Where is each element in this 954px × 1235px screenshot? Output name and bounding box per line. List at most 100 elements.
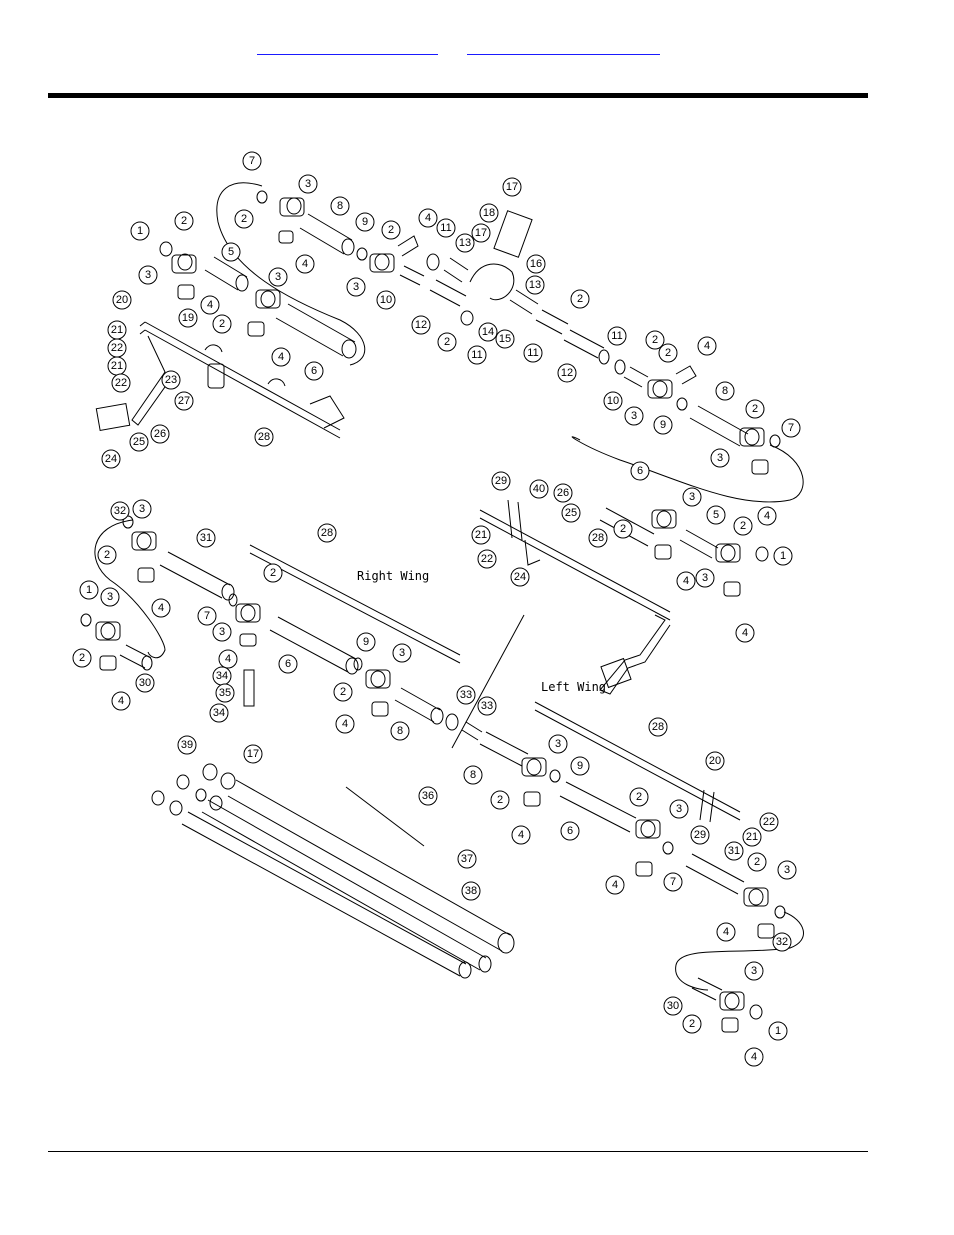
left-boom-upper [479, 499, 769, 695]
callout-4: 4 [418, 208, 438, 228]
callout-26: 26 [553, 483, 573, 503]
hose-loop-right [571, 436, 804, 503]
callout-7: 7 [197, 606, 217, 626]
callout-7: 7 [242, 151, 262, 171]
svg-text:4: 4 [225, 653, 231, 665]
callout-4: 4 [716, 922, 736, 942]
callout-20: 20 [112, 290, 132, 310]
callout-33: 33 [477, 696, 497, 716]
svg-text:32: 32 [776, 936, 788, 948]
callout-3: 3 [298, 174, 318, 194]
header-link-left[interactable] [257, 38, 438, 55]
callout-9: 9 [356, 632, 376, 652]
callout-4: 4 [295, 254, 315, 274]
svg-text:21: 21 [111, 360, 123, 372]
svg-text:11: 11 [611, 330, 622, 342]
callout-1: 1 [130, 221, 150, 241]
svg-text:7: 7 [249, 155, 255, 167]
svg-text:2: 2 [79, 652, 85, 664]
callout-5: 5 [221, 242, 241, 262]
svg-text:3: 3 [275, 271, 281, 283]
svg-text:20: 20 [116, 294, 128, 306]
callout-22: 22 [477, 549, 497, 569]
svg-text:35: 35 [219, 687, 231, 699]
svg-text:2: 2 [497, 794, 503, 806]
svg-text:11: 11 [440, 222, 451, 234]
svg-text:17: 17 [247, 748, 259, 760]
hose-loop [216, 182, 366, 366]
svg-text:4: 4 [207, 299, 213, 311]
callout-24: 24 [101, 449, 121, 469]
callout-3: 3 [132, 499, 152, 519]
callout-4: 4 [335, 714, 355, 734]
svg-text:3: 3 [139, 503, 145, 515]
svg-text:31: 31 [200, 532, 212, 544]
callout-28: 28 [648, 717, 668, 737]
callout-17: 17 [243, 744, 263, 764]
svg-text:2: 2 [270, 567, 276, 579]
callout-28: 28 [254, 427, 274, 447]
callout-40: 40 [529, 479, 549, 499]
svg-text:3: 3 [353, 281, 359, 293]
callout-2: 2 [490, 790, 510, 810]
svg-text:6: 6 [637, 465, 643, 477]
svg-text:24: 24 [105, 453, 117, 465]
svg-text:9: 9 [577, 760, 583, 772]
svg-text:8: 8 [337, 200, 343, 212]
header-link-right[interactable] [467, 38, 660, 55]
callout-12: 12 [557, 363, 577, 383]
callout-22: 22 [111, 373, 131, 393]
svg-text:33: 33 [481, 700, 493, 712]
callout-4: 4 [511, 825, 531, 845]
callout-2: 2 [745, 399, 765, 419]
callout-6: 6 [630, 461, 650, 481]
svg-text:3: 3 [784, 864, 790, 876]
svg-text:2: 2 [752, 403, 758, 415]
header-rule [48, 93, 868, 98]
callout-7: 7 [663, 872, 683, 892]
callout-1: 1 [773, 546, 793, 566]
callout-21: 21 [107, 320, 127, 340]
svg-text:2: 2 [219, 318, 225, 330]
end-cap [159, 241, 173, 257]
svg-text:3: 3 [751, 965, 757, 977]
callout-8: 8 [390, 721, 410, 741]
svg-text:13: 13 [529, 279, 541, 291]
tee-fitting-3 [247, 289, 281, 337]
svg-text:3: 3 [717, 452, 723, 464]
svg-text:38: 38 [465, 885, 477, 897]
svg-text:28: 28 [652, 721, 664, 733]
svg-text:33: 33 [460, 689, 472, 701]
callout-34: 34 [212, 666, 232, 686]
callout-2: 2 [629, 787, 649, 807]
callout-8: 8 [330, 196, 350, 216]
callout-1: 1 [79, 580, 99, 600]
callout-21: 21 [471, 525, 491, 545]
svg-text:7: 7 [788, 422, 794, 434]
svg-text:8: 8 [722, 385, 728, 397]
svg-text:11: 11 [471, 349, 482, 361]
svg-text:4: 4 [302, 258, 308, 270]
callout-15: 15 [495, 329, 515, 349]
svg-text:6: 6 [311, 365, 317, 377]
svg-text:4: 4 [518, 829, 524, 841]
svg-text:2: 2 [577, 293, 583, 305]
callout-28: 28 [588, 528, 608, 548]
callout-6: 6 [560, 821, 580, 841]
callout-4: 4 [735, 623, 755, 643]
callout-35: 35 [215, 683, 235, 703]
svg-text:23: 23 [165, 374, 177, 386]
callout-2: 2 [72, 648, 92, 668]
callout-11: 11 [607, 326, 627, 346]
svg-text:2: 2 [104, 549, 110, 561]
svg-text:3: 3 [631, 410, 637, 422]
callout-8: 8 [463, 765, 483, 785]
svg-text:1: 1 [780, 550, 786, 562]
svg-text:7: 7 [204, 610, 210, 622]
callout-31: 31 [196, 528, 216, 548]
callout-30: 30 [135, 673, 155, 693]
svg-text:4: 4 [278, 351, 284, 363]
svg-text:2: 2 [620, 523, 626, 535]
